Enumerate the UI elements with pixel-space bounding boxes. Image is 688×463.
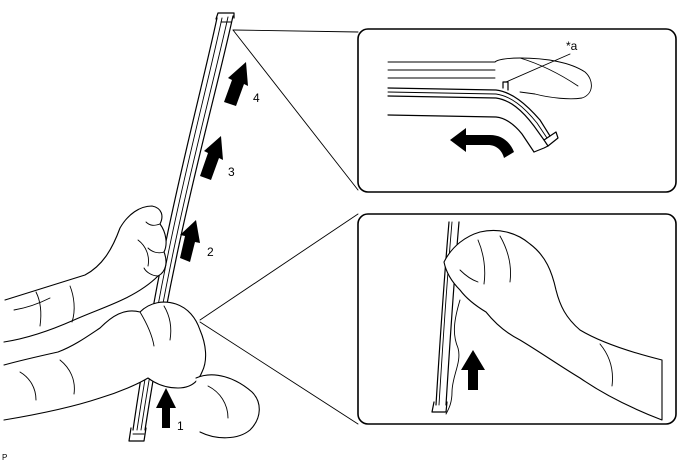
leader-lines-top: [232, 29, 359, 191]
upper-hand: [3, 205, 167, 343]
u-turn-arrow: [450, 128, 514, 158]
step-label-1: 1: [177, 419, 184, 433]
lower-hand: [3, 301, 260, 439]
callout-tag-label: *a: [566, 39, 578, 53]
top-detail-callout: *a: [357, 28, 677, 193]
step-arrow-4: [224, 62, 248, 106]
bottom-detail-callout: [357, 213, 677, 425]
step-label-3: 3: [228, 165, 235, 179]
leader-lines-bottom: [199, 213, 359, 425]
step-label-2: 2: [207, 245, 214, 259]
step-arrow-3: [200, 136, 223, 180]
corner-mark: P: [2, 453, 7, 462]
step-label-4: 4: [253, 91, 260, 105]
step-arrow-2: [180, 220, 200, 262]
step-arrow-1: [156, 388, 176, 428]
detail-down-arrow: [461, 350, 485, 390]
